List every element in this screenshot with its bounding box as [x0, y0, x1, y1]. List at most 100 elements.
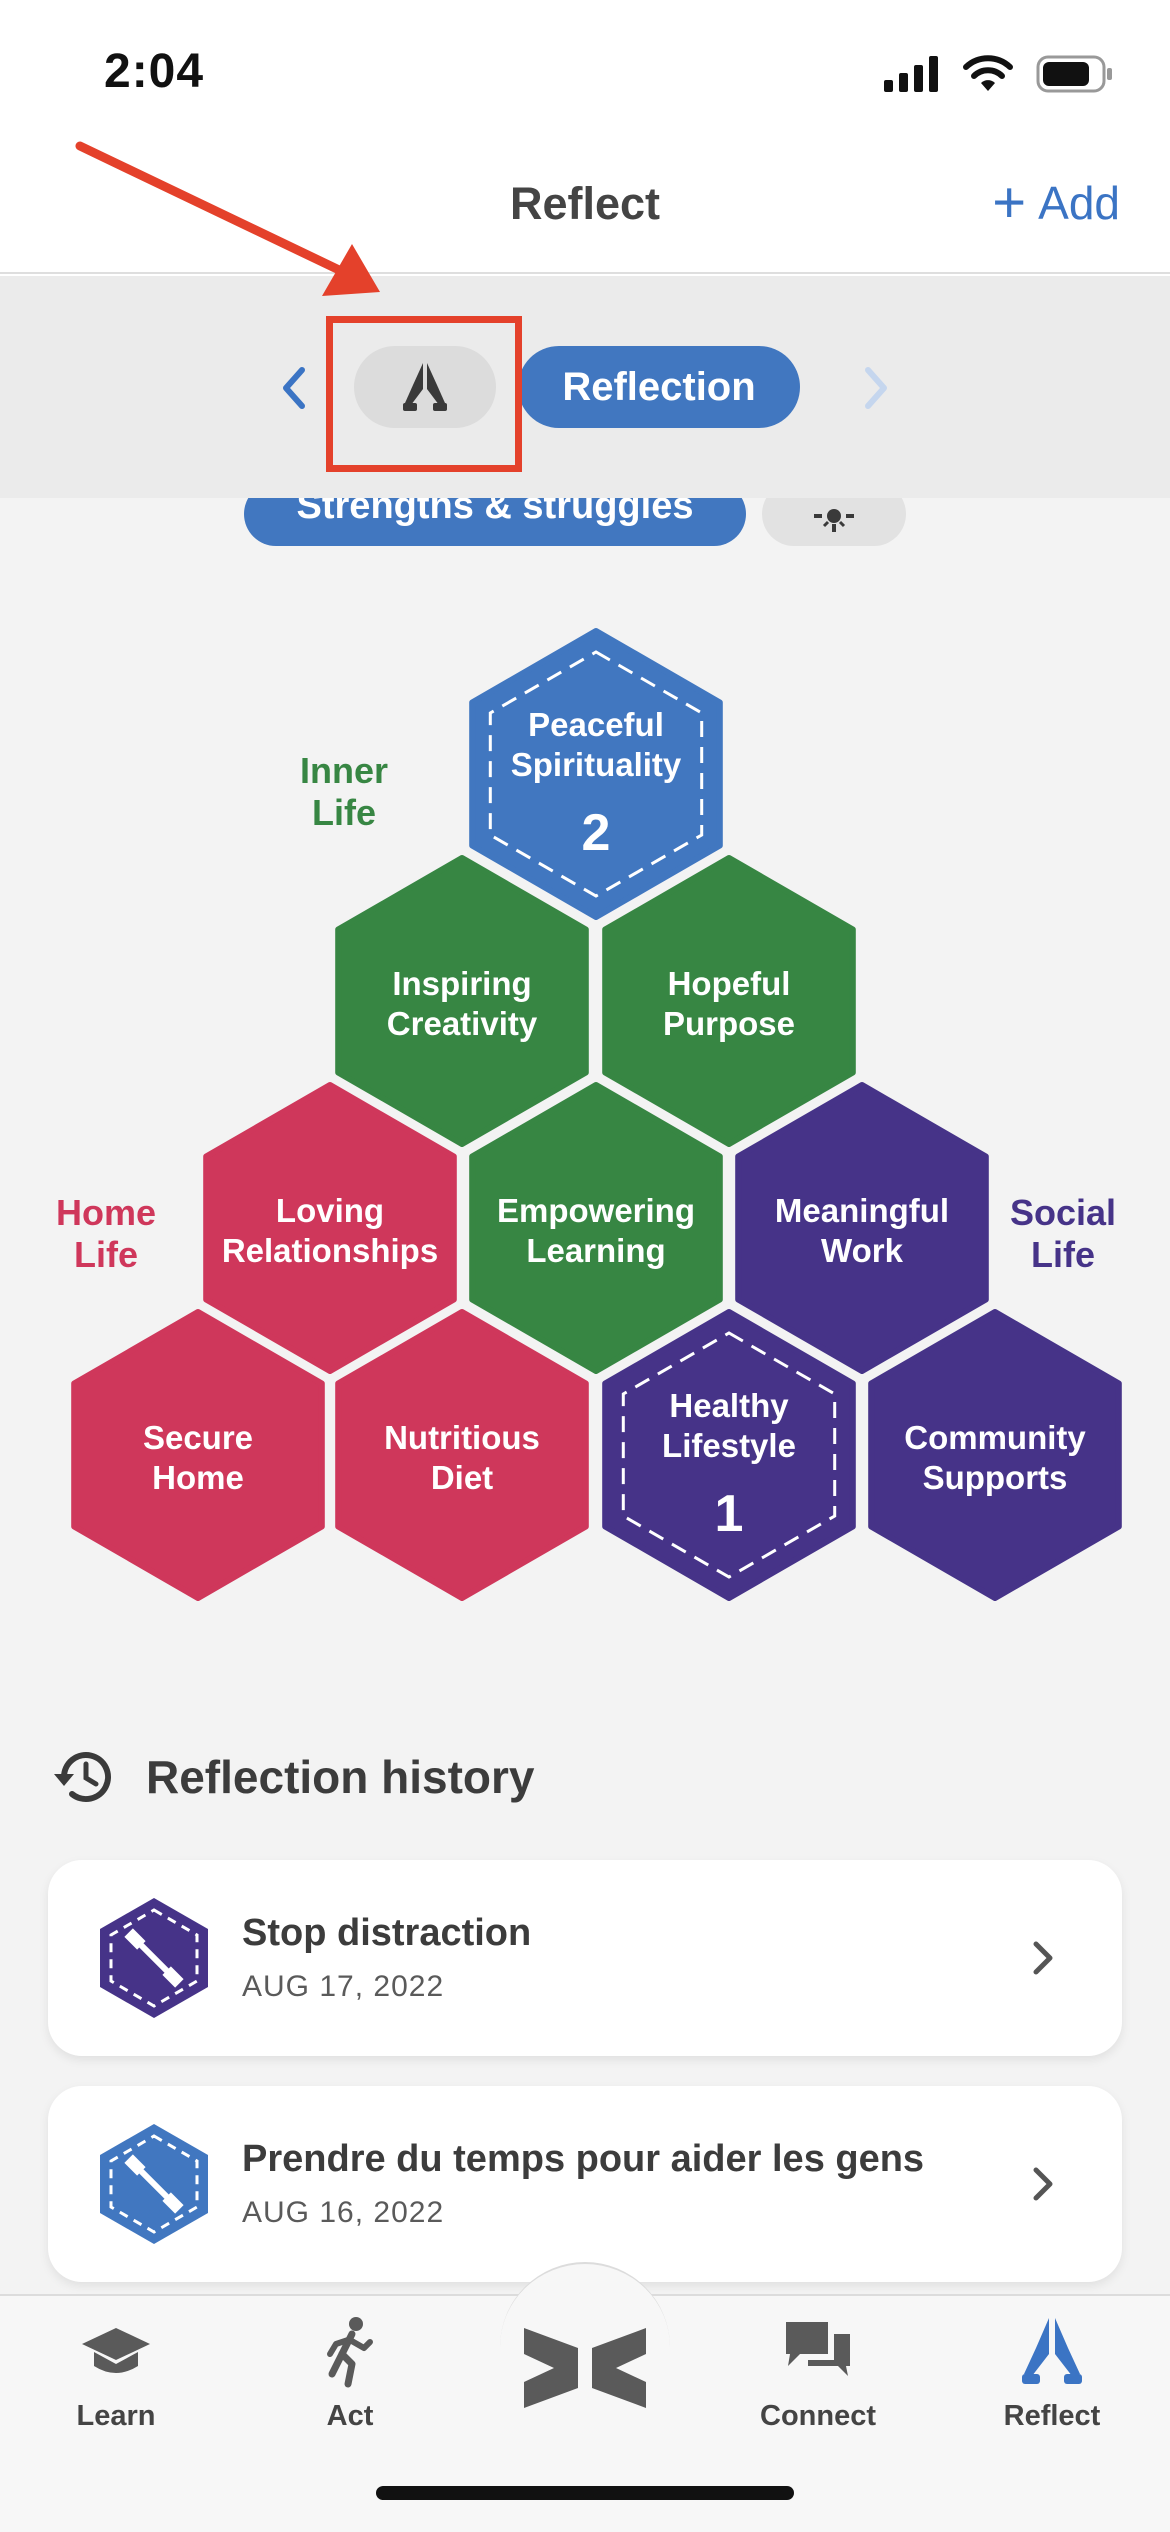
- hex-label: Nutritious: [384, 1419, 540, 1456]
- history-item-date: AUG 17, 2022: [242, 1970, 445, 2003]
- history-title: Reflection history: [146, 1751, 535, 1803]
- hex-label: Purpose: [663, 1005, 795, 1042]
- hex-shape: [469, 1082, 723, 1374]
- history-item[interactable]: Stop distraction AUG 17, 2022: [48, 1860, 1122, 2056]
- home-life-label: Home Life: [56, 1192, 156, 1276]
- hex-count: 2: [582, 804, 611, 862]
- hex-label: Peaceful: [528, 706, 664, 743]
- tab-learn[interactable]: Learn: [16, 2306, 216, 2456]
- chevron-right-icon: [1033, 2167, 1053, 2201]
- tab-act[interactable]: Act: [250, 2306, 450, 2456]
- chevron-right-icon[interactable]: [856, 360, 896, 416]
- hex-shape: [469, 628, 723, 920]
- annotation-highlight-box: [326, 316, 522, 472]
- praying-hands-icon: [1022, 2318, 1082, 2384]
- history-item[interactable]: Prendre du temps pour aider les gens AUG…: [48, 2086, 1122, 2282]
- hex-grid: PeacefulSpirituality2InspiringCreativity…: [71, 628, 1122, 1601]
- chevron-left-icon[interactable]: [274, 360, 314, 416]
- hex-label: Healthy: [669, 1387, 789, 1424]
- inner-life-label-line: Life: [312, 792, 377, 833]
- page-title: Reflect: [509, 178, 661, 229]
- hex-label: Diet: [431, 1459, 493, 1496]
- home-indicator: [376, 2486, 794, 2500]
- history-item-date: AUG 16, 2022: [242, 2196, 445, 2229]
- social-life-label-line: Social: [1010, 1192, 1117, 1233]
- social-life-label: Social Life: [1010, 1192, 1116, 1276]
- hex-shape: [71, 1309, 325, 1601]
- inner-life-label-line: Inner: [300, 750, 389, 791]
- strengths-struggles-tab[interactable]: Strengths & struggles: [244, 498, 746, 546]
- tab-reflect[interactable]: Reflect: [952, 2306, 1152, 2456]
- hex-label: Hopeful: [668, 965, 791, 1002]
- history-header: Reflection history: [50, 1746, 535, 1808]
- battery-icon: [1036, 55, 1112, 93]
- status-time: 2:04: [104, 45, 205, 98]
- lightbulb-tab[interactable]: [762, 498, 906, 546]
- running-person-icon: [327, 2317, 373, 2388]
- home-life-label-line: Life: [74, 1234, 139, 1275]
- center-logo-button[interactable]: [485, 2300, 685, 2450]
- plus-icon: +: [992, 170, 1027, 235]
- tab-connect[interactable]: Connect: [718, 2306, 918, 2456]
- hex-label: Work: [821, 1232, 904, 1269]
- tab-label: Learn: [76, 2400, 156, 2432]
- annotation-arrow: [75, 141, 380, 296]
- home-life-label-line: Home: [56, 1192, 157, 1233]
- dumbbell-hex-icon: [100, 2124, 208, 2244]
- history-item-title: Stop distraction: [242, 1912, 532, 1954]
- chat-bubbles-icon: [786, 2322, 850, 2376]
- wifi-icon: [963, 55, 1013, 91]
- app-logo-icon: [524, 2328, 646, 2408]
- history-clock-icon: [54, 1752, 111, 1803]
- social-life-label-line: Life: [1031, 1234, 1096, 1275]
- lightbulb-icon: [814, 509, 854, 532]
- status-bar: 2:04: [0, 0, 1170, 140]
- hex-label: Community: [904, 1419, 1086, 1456]
- hex-shape: [602, 1309, 856, 1601]
- dumbbell-hex-icon: [100, 1898, 208, 2018]
- graduation-cap-icon: [82, 2328, 150, 2373]
- hex-label: Relationships: [222, 1232, 438, 1269]
- hex-label: Learning: [526, 1232, 665, 1269]
- hex-label: Home: [152, 1459, 244, 1496]
- hex-dashed-border: [488, 650, 704, 898]
- hex-label: Creativity: [387, 1005, 538, 1042]
- hex-shape: [868, 1309, 1122, 1601]
- hex-shape: [203, 1082, 457, 1374]
- tab-label: Act: [326, 2400, 374, 2432]
- history-item-title: Prendre du temps pour aider les gens: [242, 2138, 925, 2180]
- hex-count: 1: [715, 1485, 744, 1543]
- status-icons: [884, 52, 1114, 96]
- hex-shape: [602, 855, 856, 1147]
- reflection-mode-button[interactable]: Reflection: [518, 346, 800, 428]
- hex-label: Secure: [143, 1419, 253, 1456]
- hex-label: Inspiring: [392, 965, 531, 1002]
- chevron-right-icon: [1033, 1941, 1053, 1975]
- add-button-label: Add: [1038, 177, 1120, 229]
- hex-label: Spirituality: [511, 746, 682, 783]
- hex-label: Supports: [923, 1459, 1068, 1496]
- hex-label: Lifestyle: [662, 1427, 796, 1464]
- add-button[interactable]: + Add: [992, 170, 1120, 235]
- hex-shape: [735, 1082, 989, 1374]
- prayer-mode-button[interactable]: [354, 346, 496, 428]
- hex-shape: [335, 855, 589, 1147]
- inner-life-label: Inner Life: [300, 750, 388, 834]
- praying-hands-icon: [403, 363, 447, 411]
- hex-shape: [335, 1309, 589, 1601]
- hex-label: Loving: [276, 1192, 384, 1229]
- tab-label: Reflect: [1003, 2400, 1101, 2432]
- hex-label: Empowering: [497, 1192, 695, 1229]
- mode-selector: Reflection: [0, 276, 1170, 498]
